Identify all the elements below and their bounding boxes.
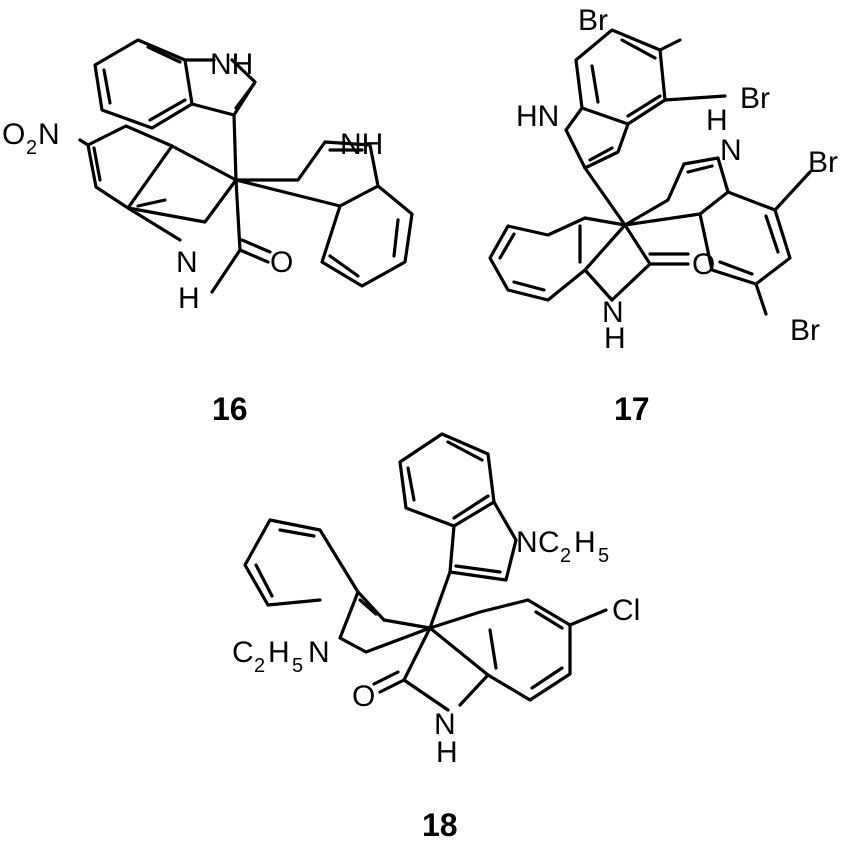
atom-ethyl-top-h-18: H — [574, 526, 596, 559]
atom-nh-h-17: H — [706, 104, 728, 137]
atom-ethyl-top-5-18: 5 — [598, 545, 609, 567]
atom-lactam-h-16: H — [178, 282, 200, 315]
atom-br3-17: Br — [808, 146, 838, 179]
atom-carbonyl-o-18: O — [352, 680, 375, 713]
compound-18-structure — [243, 432, 608, 712]
atom-ethyl-left-c-18: C — [232, 636, 254, 669]
atom-cl-18: Cl — [612, 594, 640, 627]
atom-lactam-h-18: H — [436, 736, 458, 769]
atom-br2-17: Br — [740, 82, 770, 115]
compound-17-structure — [488, 28, 812, 316]
atom-carbonyl-o-17: O — [692, 248, 715, 281]
atom-lactam-n-18: N — [434, 708, 456, 741]
atom-lactam-h-17: H — [604, 322, 626, 355]
atom-br4-17: Br — [790, 314, 820, 347]
atom-nh-n-17: N — [720, 134, 742, 167]
atom-nh-right-16: NH — [340, 128, 383, 161]
atom-nitro-sub-16: 2 — [26, 137, 37, 159]
compound-label-16: 16 — [212, 391, 248, 427]
atom-carbonyl-o-16: O — [270, 246, 293, 279]
atom-br1-17: Br — [578, 4, 608, 37]
atom-ethyl-left-2-18: 2 — [254, 655, 265, 677]
atom-nitro-o-16: O — [2, 118, 25, 151]
compound-16-structure — [78, 38, 414, 294]
compound-label-17: 17 — [614, 391, 650, 427]
atom-nh-top-16: NH — [210, 48, 253, 81]
atom-ethyl-top-c-18: C — [538, 526, 560, 559]
atom-lactam-n-17: N — [602, 296, 624, 329]
atom-ethyl-left-n-18: N — [308, 636, 330, 669]
atom-hn-17: HN — [516, 100, 559, 133]
atom-ethyl-left-5-18: 5 — [292, 655, 303, 677]
atom-lactam-n-16: N — [176, 246, 198, 279]
atom-ethyl-left-h-18: H — [268, 636, 290, 669]
compound-label-18: 18 — [422, 807, 458, 843]
atom-ethyl-top-n-18: N — [516, 526, 538, 559]
atom-nitro-n-16: N — [38, 118, 60, 151]
atom-ethyl-top-2-18: 2 — [560, 545, 571, 567]
